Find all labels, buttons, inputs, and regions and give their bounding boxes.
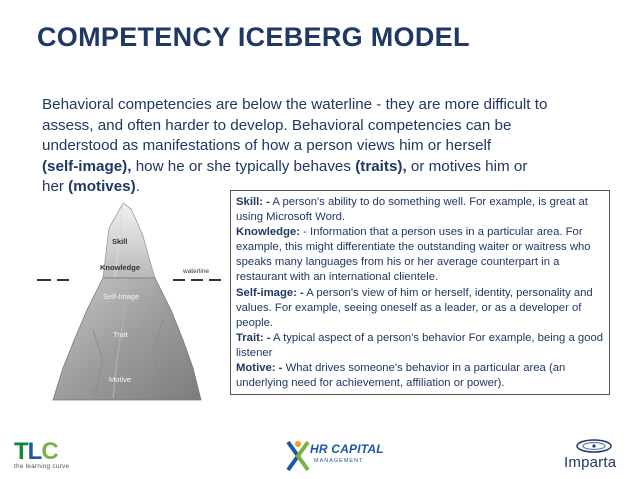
label-motive: Motive	[109, 375, 131, 384]
intro-mid: how he or she typically behaves	[131, 157, 356, 175]
hr-capital-text: HR CAPITAL	[310, 442, 384, 456]
footer: TLC the learning curve HR CAPITAL MANAGE…	[0, 430, 638, 479]
definition-trait: Trait: - A typical aspect of a person's …	[236, 331, 603, 361]
tlc-letter-c: C	[41, 438, 58, 465]
tlc-letter-l: L	[27, 438, 43, 465]
label-trait: Trait	[113, 330, 129, 339]
label-waterline: waterline	[182, 268, 209, 275]
definition-motive: Motive: - What drives someone's behavior…	[236, 361, 603, 391]
page-title: COMPETENCY ICEBERG MODEL	[37, 22, 470, 52]
imparta-text: Imparta	[564, 454, 617, 471]
definition-term: Trait: -	[236, 331, 271, 344]
intro-motives: (motives)	[68, 178, 136, 195]
label-knowledge: Knowledge	[100, 263, 140, 272]
iceberg-tip	[102, 202, 156, 279]
intro-line-2: assess, and often harder to develop. Beh…	[42, 116, 512, 134]
definition-text: What drives someone's behavior in a part…	[236, 362, 566, 390]
iceberg-svg: Skill Knowledge waterline Self-Image Tra…	[37, 202, 221, 401]
intro-end: .	[135, 178, 140, 195]
intro-line-1: Behavioral competencies are below the wa…	[42, 96, 548, 113]
definition-term: Skill: -	[236, 196, 270, 208]
hr-capital-logo: HR CAPITAL MANAGEMENT	[284, 438, 384, 476]
intro-paragraph: Behavioral competencies are below the wa…	[42, 95, 602, 198]
intro-line-5-start: her	[42, 178, 69, 195]
definition-knowledge: Knowledge: - Information that a person u…	[236, 225, 603, 285]
definition-skill: Skill: - A person's ability to do someth…	[236, 195, 603, 225]
definition-text: A person's view of him or herself, ident…	[236, 286, 593, 329]
iceberg-diagram: Skill Knowledge waterline Self-Image Tra…	[33, 200, 228, 410]
definition-self-image: Self-image: - A person's view of him or …	[236, 286, 603, 331]
hr-capital-subtext: MANAGEMENT	[314, 458, 364, 464]
tlc-logo: TLC the learning curve	[14, 438, 70, 471]
tlc-tagline: the learning curve	[14, 463, 70, 470]
definition-term: Self-image: -	[236, 286, 304, 299]
definition-text: - Information that a person uses in a pa…	[236, 226, 591, 284]
hr-capital-mark-icon	[286, 440, 310, 472]
definition-term: Motive: -	[236, 362, 283, 375]
definition-text: A typical aspect of a person's behavior …	[236, 331, 604, 359]
tlc-letter-t: T	[14, 438, 29, 465]
definition-text: A person's ability to do something well.…	[236, 196, 588, 224]
iceberg-base	[52, 277, 202, 401]
label-skill: Skill	[112, 237, 127, 246]
intro-self-image: (self-image),	[42, 157, 132, 175]
label-self-image: Self-Image	[103, 292, 139, 301]
imparta-swirl-icon	[576, 439, 612, 453]
intro-traits: (traits),	[355, 157, 407, 175]
intro-line-3: understood as manifestations of how a pe…	[42, 137, 492, 154]
definitions-box: Skill: - A person's ability to do someth…	[230, 190, 610, 395]
imparta-logo: Imparta	[562, 438, 628, 476]
intro-after-traits: or motives him or	[406, 157, 528, 175]
definition-term: Knowledge:	[236, 226, 301, 239]
